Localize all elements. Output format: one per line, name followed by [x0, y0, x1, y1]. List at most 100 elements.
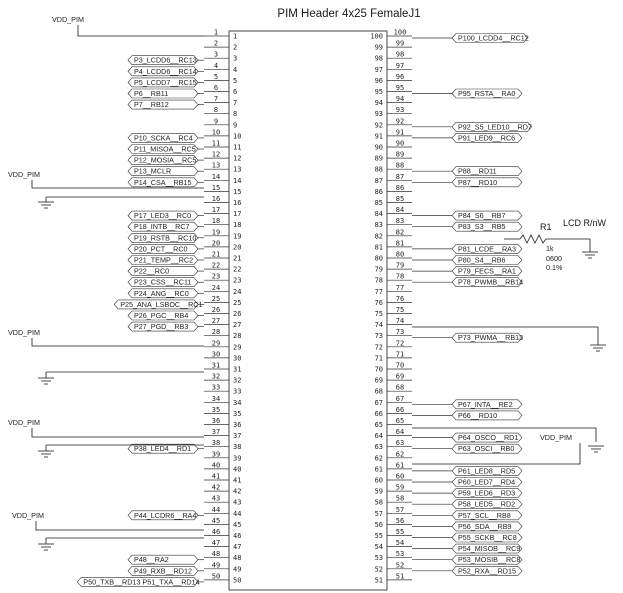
net-label-text: P100_LCDD4__RC12	[458, 34, 529, 43]
pin-number: 38	[212, 439, 220, 447]
pin-number: 96	[396, 73, 404, 81]
net-label-left: P3_LCDD6__RC13	[127, 55, 204, 65]
pin-number: 36	[212, 417, 220, 425]
net-label-text: P59_LED6__RD3	[458, 489, 515, 498]
net-tag-shape	[451, 255, 523, 265]
net-label-text: P83_S3__RB5	[458, 222, 506, 231]
pin-number-inner: 45	[233, 521, 241, 529]
pin-number: 53	[396, 550, 404, 558]
net-label-text: P67_INTA__RE2	[458, 400, 513, 409]
net-label-text: P18_INTB__RC7	[134, 222, 190, 231]
net-label-text: P6__RB11	[134, 89, 168, 98]
net-label-right: P66__RD10	[412, 410, 523, 421]
net-label-text: P84_S6__RB7	[458, 211, 506, 220]
pin-number: 55	[396, 528, 404, 536]
pin-number: 12	[212, 151, 220, 159]
net-label-text: P19_RSTB__RC10	[134, 233, 196, 242]
pin-number: 81	[396, 239, 404, 247]
right-vdd-ground: VDD_PIM	[412, 427, 604, 465]
pin-number-inner: 88	[375, 166, 383, 174]
net-label-text: P80_S4__RB6	[458, 256, 506, 265]
net-label-right: P53_MOSIB__RC8	[412, 554, 523, 565]
pin-number: 30	[212, 350, 220, 358]
pin-number-inner: 11	[233, 144, 241, 152]
net-label-text: P73_PWMA__RB13	[458, 333, 523, 342]
pin-number: 71	[396, 350, 404, 358]
pin-number-inner: 26	[233, 310, 241, 318]
net-tag-shape	[451, 477, 523, 487]
net-tag-shape	[451, 432, 523, 443]
pin-number-inner: 59	[375, 488, 383, 496]
pin-number-inner: 20	[233, 243, 241, 251]
pin-number-inner: 22	[233, 266, 241, 274]
pin-number-inner: 65	[375, 421, 383, 429]
pin-number-inner: 100	[370, 33, 383, 41]
pin-number-inner: 42	[233, 488, 241, 496]
pin-number-inner: 96	[375, 77, 383, 85]
net-tag-shape	[451, 244, 523, 254]
net-tag-shape	[451, 88, 523, 99]
net-label-text: P92_S5_LED10__RD7	[458, 122, 532, 131]
pin-number: 39	[212, 450, 220, 458]
net-label-left: P4_LCDD6__RC14	[127, 66, 204, 77]
net-label-text: P5_LCDD7__RC15	[134, 78, 197, 87]
pin-number-inner: 2	[233, 44, 237, 52]
ground-symbol	[38, 450, 54, 458]
pin-number: 46	[212, 528, 220, 536]
net-tag-shape	[451, 532, 523, 543]
resistor-tolerance: 0.1%	[546, 263, 563, 272]
pin-number-inner: 86	[375, 188, 383, 196]
pin-number: 33	[212, 384, 220, 392]
pin-number: 14	[212, 173, 220, 181]
pin-number-inner: 34	[233, 399, 241, 407]
pin-number-inner: 56	[375, 521, 383, 529]
net-tag-shape	[451, 488, 523, 498]
net-tag-shape	[451, 521, 523, 532]
pin-number-inner: 23	[233, 277, 241, 285]
pin-number: 80	[396, 251, 404, 259]
pin-number-inner: 30	[233, 354, 241, 362]
net-label-left: P5_LCDD7__RC15	[127, 77, 204, 88]
pin-number-inner: 83	[375, 221, 383, 229]
pin-number-inner: 53	[375, 554, 383, 562]
pin-number-inner: 24	[233, 288, 241, 296]
ground-symbol	[38, 201, 54, 209]
net-label-text: P49_RXB__RD12	[134, 566, 192, 575]
pin-number: 43	[212, 495, 220, 503]
net-label-text: P54_MISOB__RC9	[458, 544, 520, 553]
ground-symbol	[582, 251, 598, 259]
pin-number: 84	[396, 206, 404, 214]
net-label-text: P20_PCT__RC0	[134, 244, 188, 253]
pin-96: 96 96	[375, 73, 412, 85]
right-pin-column: 1001009999989897979696959594949393929291…	[370, 29, 412, 584]
pin-number-inner: 1	[233, 33, 237, 41]
pin-number: 100	[394, 29, 407, 37]
net-label-text: P64_OSCO__RD1	[458, 433, 518, 442]
pin-number: 50	[212, 572, 220, 580]
pin-number: 2	[214, 40, 218, 48]
net-label-text: P79_FECS__RA1	[458, 267, 516, 276]
net-label-text: P13_MCLR	[134, 167, 171, 176]
pin-number-inner: 89	[375, 155, 383, 163]
